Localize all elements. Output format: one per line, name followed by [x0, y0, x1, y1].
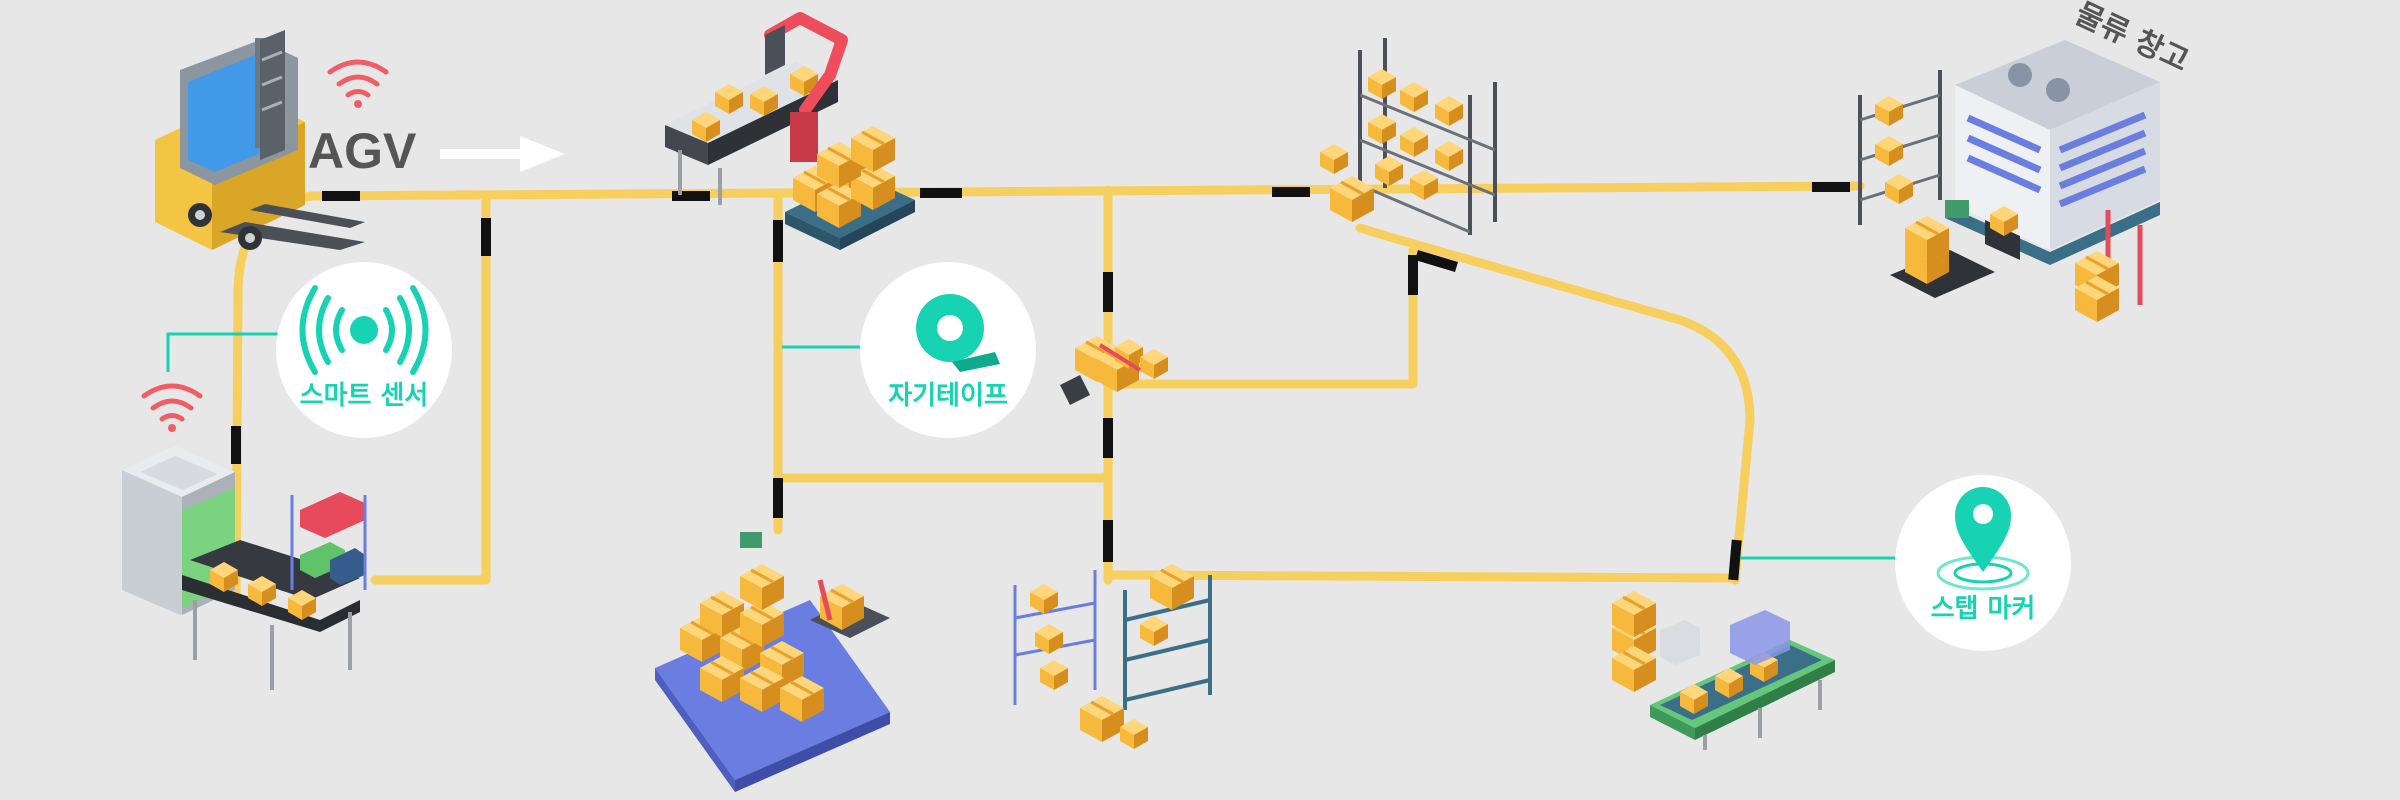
track-marker [1728, 539, 1742, 581]
track-marker [1103, 272, 1113, 312]
track-markers [231, 182, 1850, 581]
track-bottom [1103, 570, 1740, 583]
sensor-waves-icon [299, 285, 429, 375]
picking-station [1060, 334, 1168, 405]
track-marker [920, 188, 962, 198]
shelf-units [1013, 562, 1212, 749]
logistics-warehouse: 물류 창고 [1945, 0, 2194, 265]
tape-roll-icon [916, 294, 1000, 372]
track-network [231, 181, 1865, 605]
track-marker [1103, 418, 1113, 458]
track-marker [773, 220, 783, 262]
sorting-conveyor [1610, 589, 1835, 750]
track-left-branch [370, 191, 491, 585]
hand-truck [2073, 210, 2143, 324]
sensor-connector [166, 332, 285, 372]
magnetic-tape-label: 자기테이프 [888, 381, 1008, 411]
step-marker-label: 스탭 마커 [1931, 594, 2036, 624]
magnetic-tape-badge: 자기테이프 [860, 262, 1036, 438]
track-right-curve [1355, 223, 1755, 585]
agv-label: AGV [308, 123, 417, 179]
scanner-conveyor [122, 445, 367, 690]
track-marker [1812, 182, 1850, 192]
track-marker [481, 218, 491, 256]
track-marker [773, 478, 783, 518]
robot-arm-conveyor [665, 12, 848, 205]
smart-sensor-badge: 스마트 센서 [276, 262, 452, 438]
track-marker [322, 191, 360, 201]
pallet-platform [655, 532, 890, 792]
wifi-icon [327, 59, 389, 108]
agv-forklift [155, 30, 365, 250]
track-marker [1415, 250, 1458, 272]
storage-rack [1320, 38, 1497, 235]
track-marker [672, 191, 710, 201]
step-marker-badge: 스탭 마커 [1895, 475, 2071, 651]
location-pin-icon [1936, 487, 2030, 591]
pallet-boxes [785, 124, 915, 250]
track-marker [1272, 187, 1310, 197]
track-marker [1103, 520, 1113, 562]
badge-connectors [166, 332, 1898, 560]
wifi-icon [141, 383, 203, 432]
arrow-right-icon [440, 136, 565, 172]
track-marker [1408, 255, 1418, 295]
track-marker [231, 426, 241, 464]
track-top-main [307, 181, 1865, 201]
storage-rack [1858, 70, 1942, 225]
smart-sensor-label: 스마트 센서 [300, 381, 429, 411]
agv-cart [1890, 200, 1995, 298]
